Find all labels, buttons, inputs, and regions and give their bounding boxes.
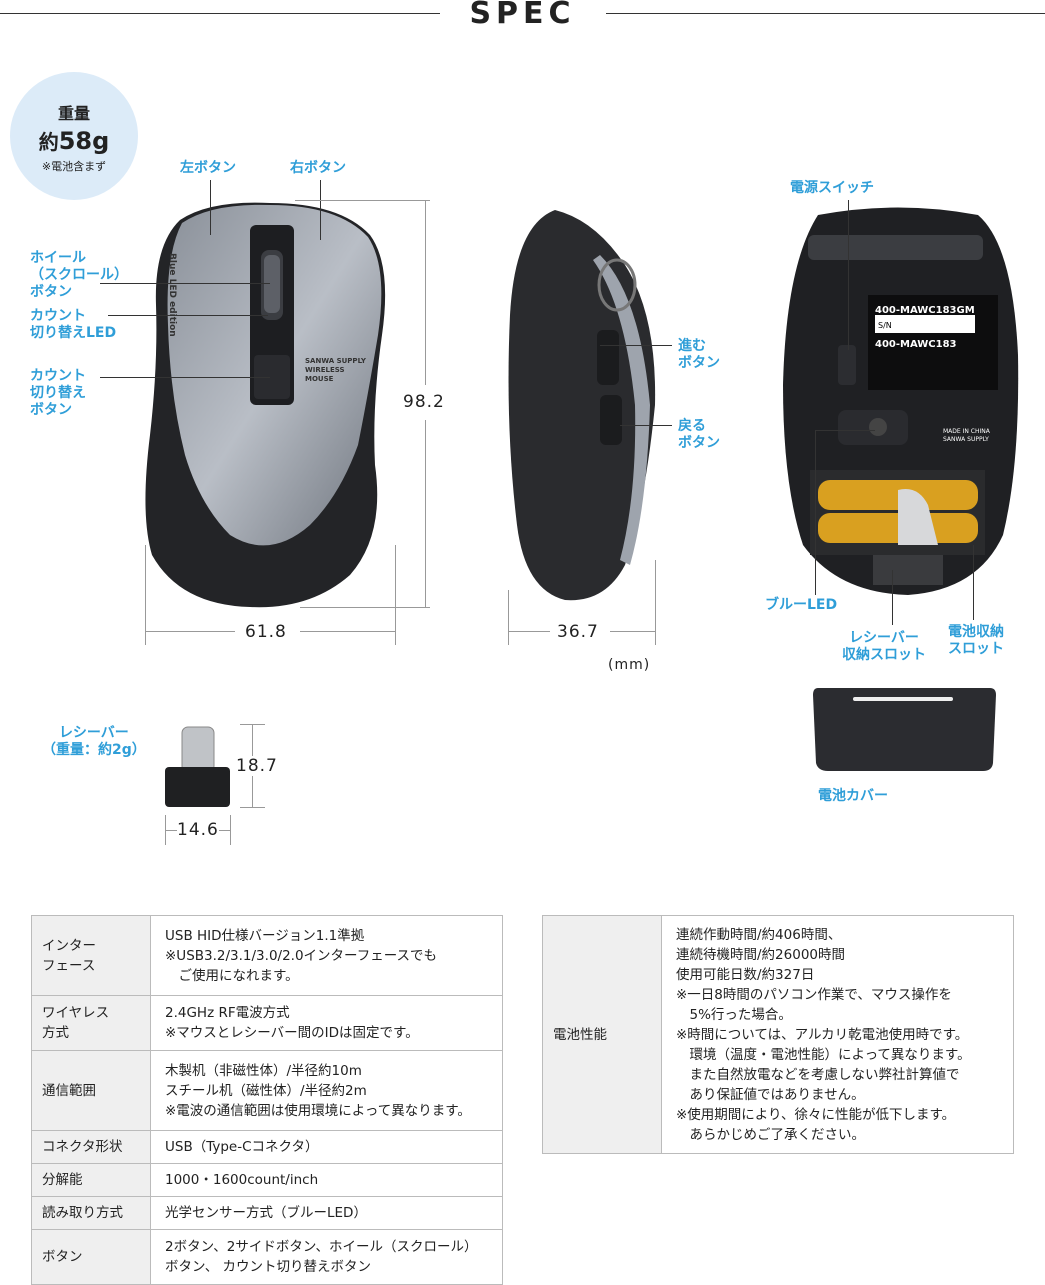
leader-receiver-slot <box>892 570 893 625</box>
battery-cover-image <box>813 688 996 771</box>
spec-key: 読み取り方式 <box>31 1196 151 1230</box>
spec-table-left: インター フェース USB HID仕様バージョン1.1準拠 ※USB3.2/3.… <box>31 915 503 1285</box>
label-right-button: 右ボタン <box>290 160 346 176</box>
leader-power-switch <box>848 200 849 350</box>
label-forward-button: 進む ボタン <box>678 338 720 371</box>
label-receiver: レシーバー （重量：約2g） <box>42 725 146 758</box>
label-blue-led: ブルーLED <box>765 597 838 613</box>
table-row: ボタン 2ボタン、2サイドボタン、ホイール（スクロール） ボタン、 カウント切り… <box>31 1229 503 1285</box>
dim-depth-line-right <box>610 631 655 632</box>
header-rule-left <box>0 13 440 14</box>
dim-depth-line-left <box>508 631 550 632</box>
leader-right-button <box>320 180 321 240</box>
spec-value: 連続作動時間/約406時間、 連続待機時間/約26000時間 使用可能日数/約3… <box>661 915 1014 1154</box>
leader-count-button <box>100 377 270 378</box>
label-count-led: カウント 切り替えLED <box>30 308 117 341</box>
dim-height-top-tick <box>295 200 430 201</box>
dim-width-left-tick <box>145 545 146 645</box>
spec-key: インター フェース <box>31 915 151 996</box>
spec-value: 2ボタン、2サイドボタン、ホイール（スクロール） ボタン、 カウント切り替えボタ… <box>150 1229 503 1285</box>
spec-value: USB（Type-Cコネクタ） <box>150 1130 503 1164</box>
weight-value: 約58g <box>38 127 110 155</box>
spec-key: 電池性能 <box>542 915 662 1154</box>
dim-depth-left-tick <box>508 590 509 645</box>
dim-height-line-lower <box>425 420 426 607</box>
dim-receiver-height: 18.7 <box>236 756 278 776</box>
dim-height-line <box>425 200 426 385</box>
spec-key: コネクタ形状 <box>31 1130 151 1164</box>
leader-count-led <box>108 315 268 316</box>
page-title: SPEC <box>469 0 576 31</box>
table-row: コネクタ形状 USB（Type-Cコネクタ） <box>31 1130 503 1164</box>
spec-value: 木製机（非磁性体）/半径約10m スチール机（磁性体）/半径約2m ※電波の通信… <box>150 1050 503 1131</box>
bottom-model: 400-MAWC183GM <box>875 305 975 316</box>
weight-label: 重量 <box>57 104 90 123</box>
mouse-bottom-view: 400-MAWC183GM S/N 400-MAWC183 MADE IN CH… <box>783 207 1019 595</box>
table-row: 電池性能 連続作動時間/約406時間、 連続待機時間/約26000時間 使用可能… <box>542 915 1014 1154</box>
table-row: 通信範囲 木製机（非磁性体）/半径約10m スチール机（磁性体）/半径約2m ※… <box>31 1050 503 1131</box>
dim-width-value: 61.8 <box>245 622 287 642</box>
weight-note: ※電池含まず <box>41 160 107 173</box>
spec-key: 通信範囲 <box>31 1050 151 1131</box>
label-receiver-slot: レシーバー 収納スロット <box>842 630 926 663</box>
leader-left-button <box>210 180 211 235</box>
label-wheel-button: ホイール （スクロール） ボタン <box>30 250 128 300</box>
header-rule-right <box>606 13 1045 14</box>
spec-value: 2.4GHz RF電波方式 ※マウスとレシーバー間のIDは固定です。 <box>150 995 503 1051</box>
dim-width-line-right <box>300 631 395 632</box>
dim-height-bottom-tick <box>300 607 430 608</box>
spec-value: 1000・1600count/inch <box>150 1163 503 1197</box>
dim-depth-value: 36.7 <box>557 622 599 642</box>
leader-back <box>620 425 672 426</box>
spec-key: 分解能 <box>31 1163 151 1197</box>
dim-height-value: 98.2 <box>403 392 445 412</box>
dim-width-right-tick <box>395 545 396 645</box>
spec-value: 光学センサー方式（ブルーLED） <box>150 1196 503 1230</box>
leader-blue-led-h <box>815 430 875 431</box>
spec-table-right: 電池性能 連続作動時間/約406時間、 連続待機時間/約26000時間 使用可能… <box>542 915 1014 1154</box>
mouse-side-print: Blue LED edition <box>167 253 177 337</box>
spec-key: ワイヤレス 方式 <box>31 995 151 1051</box>
mouse-side-view <box>508 210 656 601</box>
dim-depth-right-tick <box>655 560 656 645</box>
leader-forward <box>600 345 672 346</box>
label-power-switch: 電源スイッチ <box>790 180 874 196</box>
table-row: 読み取り方式 光学センサー方式（ブルーLED） <box>31 1196 503 1230</box>
weight-badge: 重量 約58g ※電池含まず <box>10 72 138 200</box>
dim-unit: (mm) <box>608 657 651 673</box>
dim-receiver-width-right <box>230 815 231 845</box>
table-row: インター フェース USB HID仕様バージョン1.1準拠 ※USB3.2/3.… <box>31 915 503 996</box>
table-row: ワイヤレス 方式 2.4GHz RF電波方式 ※マウスとレシーバー間のIDは固定… <box>31 995 503 1051</box>
leader-wheel <box>100 283 270 284</box>
leader-battery-slot <box>973 545 974 620</box>
label-battery-cover: 電池カバー <box>818 788 888 804</box>
receiver-image <box>165 726 230 807</box>
dim-receiver-width: 14.6 <box>177 820 219 840</box>
label-count-button: カウント 切り替え ボタン <box>30 368 86 418</box>
label-back-button: 戻る ボタン <box>678 418 720 451</box>
bottom-model2: 400-MAWC183 <box>875 339 957 350</box>
bottom-sn: S/N <box>878 321 892 330</box>
leader-blue-led <box>815 430 816 595</box>
table-row: 分解能 1000・1600count/inch <box>31 1163 503 1197</box>
spec-key: ボタン <box>31 1229 151 1285</box>
label-left-button: 左ボタン <box>180 160 236 176</box>
spec-value: USB HID仕様バージョン1.1準拠 ※USB3.2/3.1/3.0/2.0イ… <box>150 915 503 996</box>
dim-width-line-left <box>145 631 235 632</box>
label-battery-slot: 電池収納 スロット <box>948 624 1004 657</box>
dim-receiver-height-bottom <box>240 807 265 808</box>
